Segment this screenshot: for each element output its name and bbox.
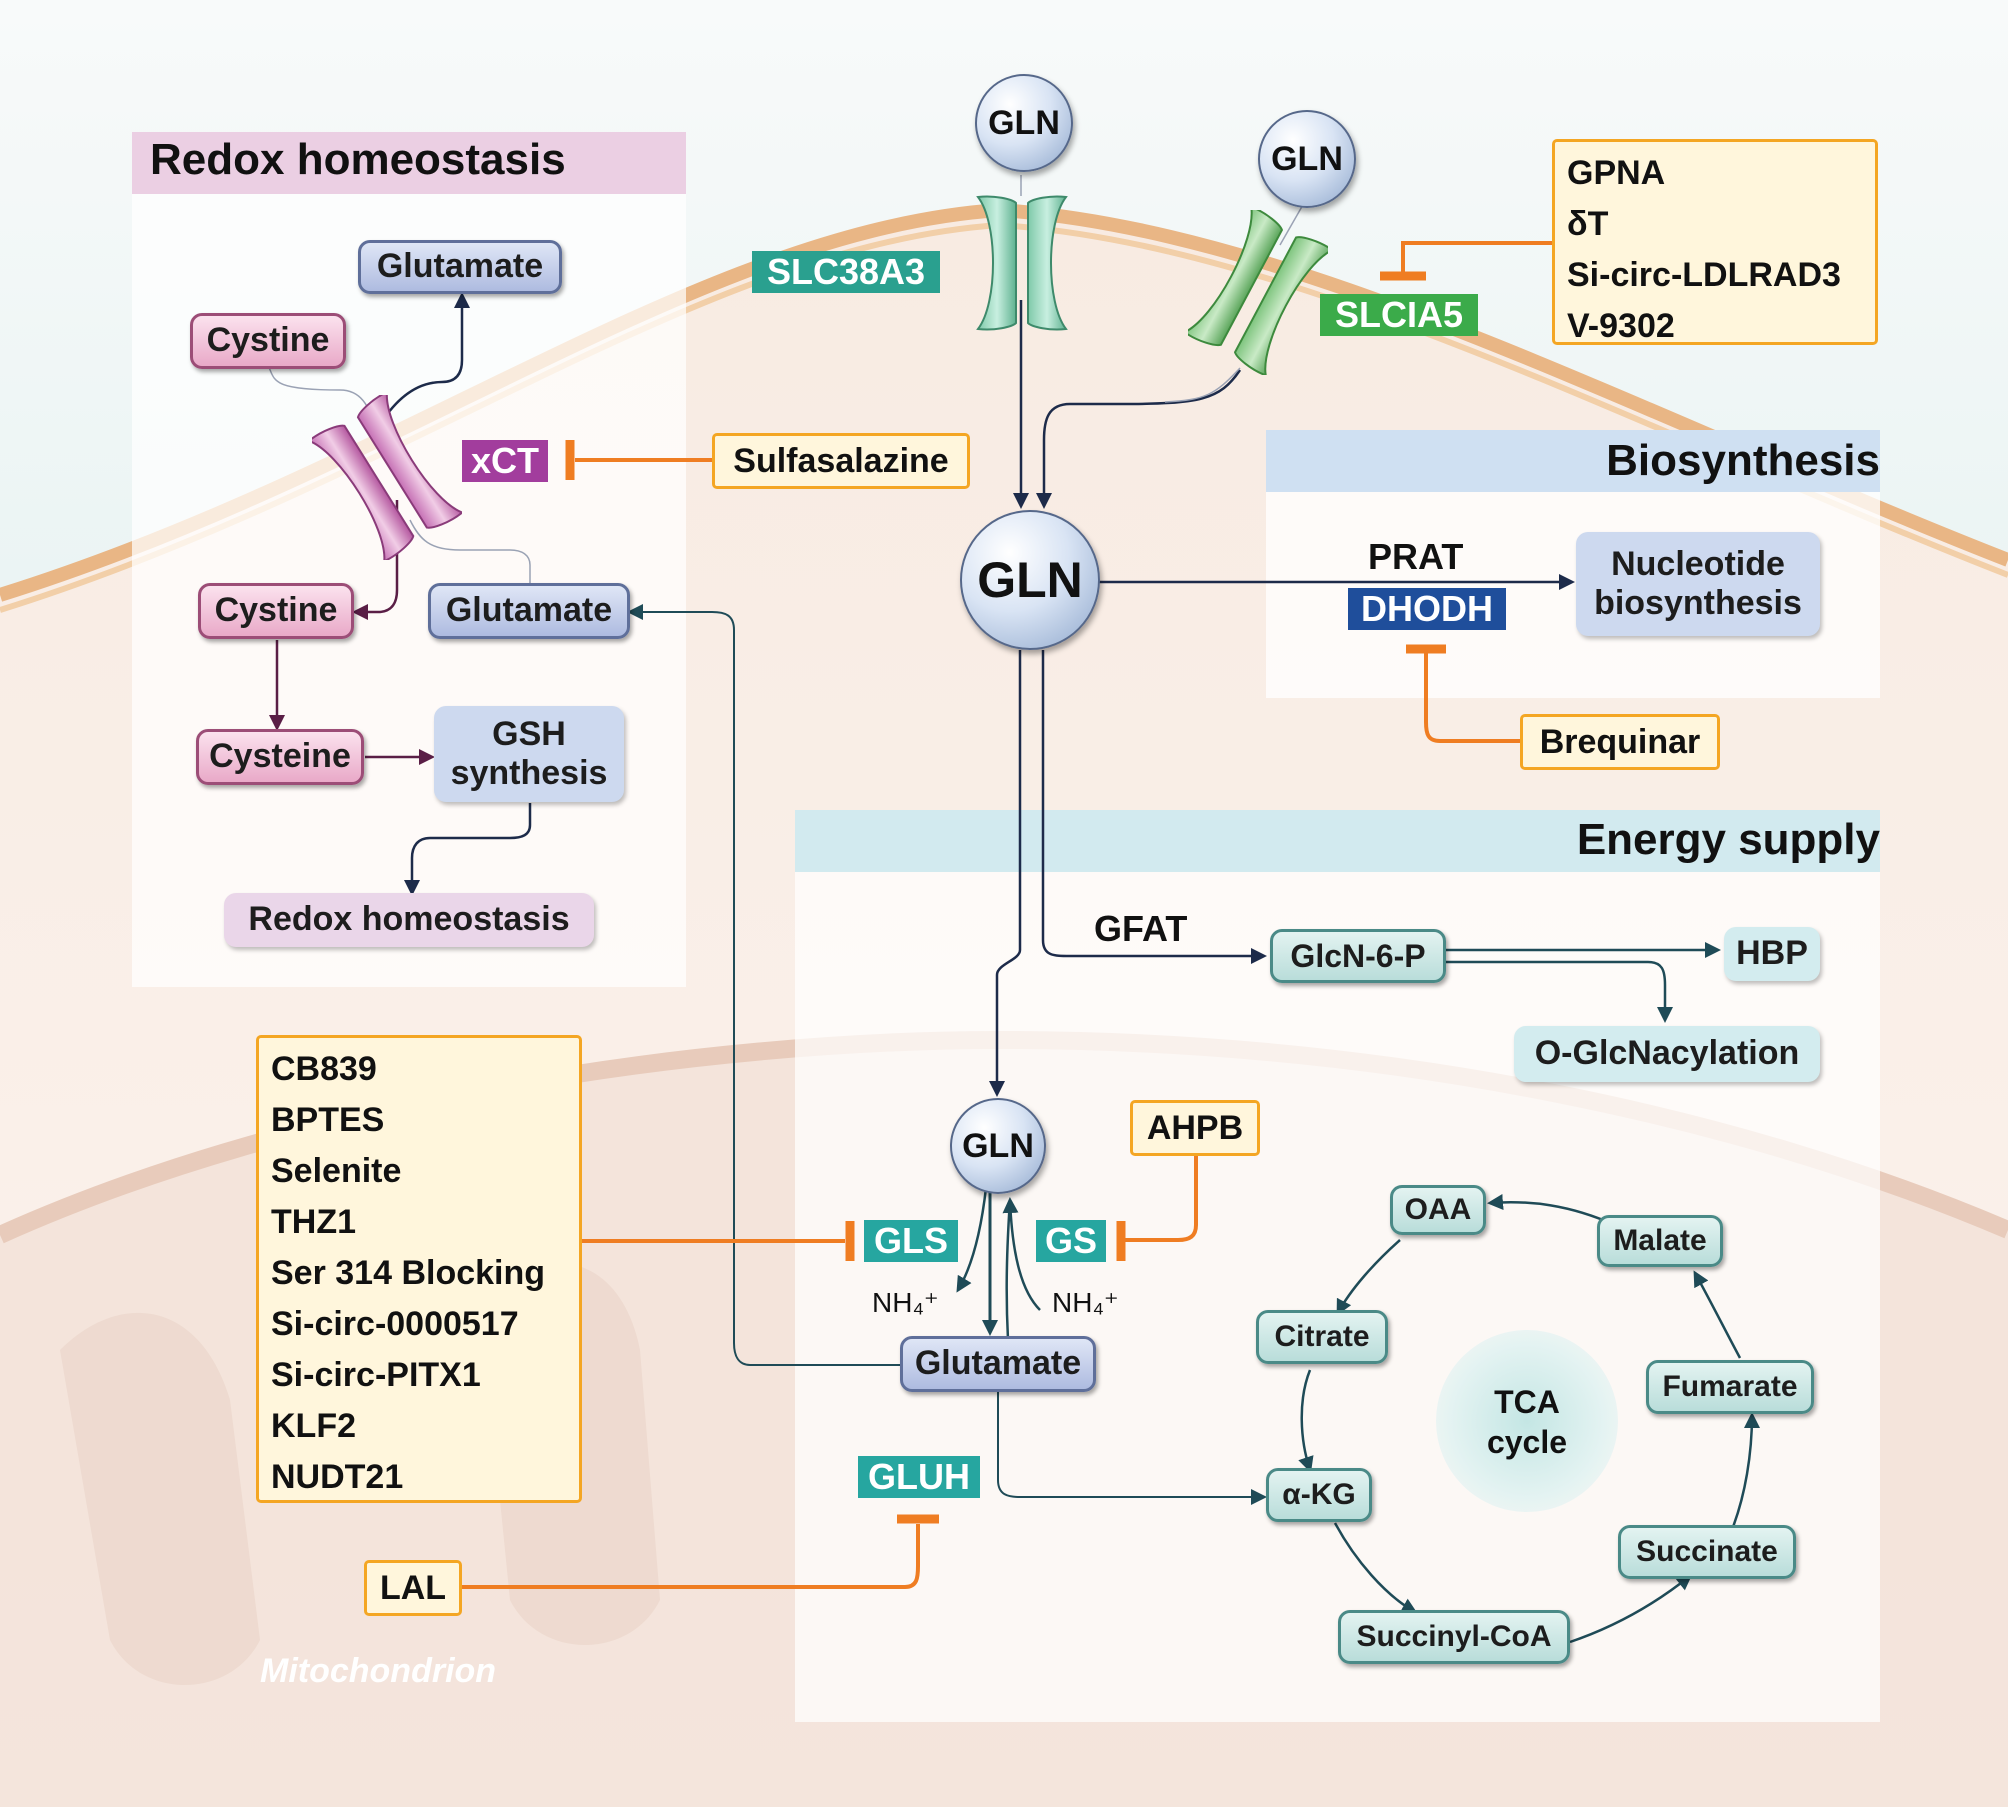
arrow-mito-glutamate-to-redox-glutamate	[627, 604, 900, 1366]
arrow-gln-to-glcn6p	[1041, 650, 1267, 964]
nh4-right-label: NH₄⁺	[1052, 1287, 1119, 1318]
malate-node: Malate	[1597, 1215, 1723, 1267]
arrow-succinylcoa-to-succinate	[1569, 1574, 1693, 1644]
sulfasalazine-box: Sulfasalazine	[712, 433, 970, 489]
arrow-succinate-to-fumarate	[1731, 1412, 1760, 1528]
inhibitor-bptes: BPTES	[271, 1101, 385, 1139]
nh4-left-label: NH₄⁺	[872, 1287, 939, 1318]
inhibitor-si-circ-0000517: Si-circ-0000517	[271, 1305, 519, 1343]
mitochondrion-label: Mitochondrion	[260, 1652, 497, 1690]
citrate-node: Citrate	[1256, 1310, 1388, 1364]
inhibitor-ser314-blocking: Ser 314 Blocking	[271, 1254, 546, 1292]
brequinar-box: Brequinar	[1520, 714, 1720, 770]
o-glcnacylation-node: O-GlcNacylation	[1514, 1026, 1820, 1082]
arrow-oaa-to-citrate	[1336, 1239, 1401, 1316]
arrow-glutamate-to-akg	[997, 1392, 1267, 1505]
slc38a3-transporter-icon	[976, 195, 1068, 331]
prat-label: PRAT	[1368, 536, 1464, 577]
tca-cycle-label: TCA cycle	[1486, 1384, 1568, 1460]
inhibitor-v-9302: V-9302	[1567, 307, 1675, 345]
inhibitor-klf2: KLF2	[271, 1407, 356, 1445]
glutamate-in-node: Glutamate	[428, 583, 630, 639]
redox-panel-header	[132, 132, 686, 194]
inhibit-slc1a5	[1401, 241, 1552, 272]
oaa-node: OAA	[1390, 1185, 1486, 1235]
inhibitor-thz1: THZ1	[271, 1203, 356, 1241]
inhibit-dhodh	[1424, 652, 1520, 743]
gln-extracellular-2: GLN	[1258, 110, 1356, 208]
arrow-malate-to-oaa	[1487, 1194, 1616, 1227]
nucleotide-biosynthesis-node: Nucleotide biosynthesis	[1576, 532, 1820, 636]
line-glutamate-into-xct	[409, 519, 531, 588]
inhibitor-si-circ-pitx1: Si-circ-PITX1	[271, 1356, 481, 1394]
arrow-gs-to-gln	[1002, 1197, 1041, 1311]
lal-box: LAL	[364, 1560, 462, 1616]
xct-transporter-icon	[312, 395, 462, 560]
xct-tag: xCT	[462, 440, 548, 482]
arrow-gsh-to-redox	[404, 803, 532, 896]
energy-panel-header	[795, 810, 1880, 872]
inhibit-gs	[1125, 1152, 1198, 1242]
inhibitor-si-circ-ldlrad3: Si-circ-LDLRAD3	[1567, 256, 1841, 294]
gln-extracellular-1: GLN	[975, 74, 1073, 172]
inhibitor-selenite: Selenite	[271, 1152, 402, 1190]
redox-homeostasis-node: Redox homeostasis	[224, 893, 594, 947]
inhibitor-gpna: GPNA	[1567, 154, 1666, 192]
dhodh-tag: DHODH	[1348, 588, 1506, 630]
inhibitor-delta-t: δT	[1567, 205, 1609, 243]
arrow-xct-cystine-in	[352, 500, 399, 620]
inhibitor-nudt21: NUDT21	[271, 1458, 404, 1496]
slc38a3-tag: SLC38A3	[752, 251, 940, 293]
ahpb-box: AHPB	[1130, 1100, 1260, 1156]
gluh-tag: GLUH	[858, 1456, 980, 1498]
gln-cytoplasm: GLN	[960, 510, 1100, 650]
hbp-node: HBP	[1724, 927, 1820, 981]
biosynthesis-panel-header	[1266, 430, 1880, 492]
mito-glutamate-node: Glutamate	[900, 1336, 1096, 1392]
arrow-slc1a5-to-gln	[1036, 369, 1242, 509]
succinate-node: Succinate	[1618, 1525, 1796, 1579]
arrow-citrate-to-akg	[1298, 1369, 1314, 1473]
inhibit-gluh	[462, 1524, 920, 1589]
akg-node: α-KG	[1266, 1468, 1372, 1522]
biosynthesis-panel-title: Biosynthesis	[1606, 436, 1880, 485]
gs-tag: GS	[1036, 1220, 1106, 1262]
arrow-xct-glutamate-out	[381, 292, 470, 421]
slc1a5-tag: SLCIA5	[1320, 294, 1478, 336]
redox-panel-title: Redox homeostasis	[150, 135, 566, 184]
arrow-gln-to-mito-gln	[989, 650, 1022, 1097]
cystine-in-node: Cystine	[198, 583, 354, 639]
slc1a5-inhibitor-list: GPNA δT Si-circ-LDLRAD3 V-9302	[1552, 139, 1878, 345]
cystine-out-node: Cystine	[190, 313, 346, 369]
arrow-glcn6p-to-oglcnac	[1446, 960, 1673, 1023]
gls-tag: GLS	[864, 1220, 958, 1262]
inhibitor-cb839: CB839	[271, 1050, 377, 1088]
arrow-akg-to-succinylcoa	[1333, 1522, 1418, 1614]
cysteine-node: Cysteine	[196, 729, 364, 785]
gls-inhibitor-list: CB839 BPTES Selenite THZ1 Ser 314 Blocki…	[256, 1035, 582, 1503]
arrow-fumarate-to-malate	[1693, 1270, 1742, 1359]
slc1a5-transporter-icon	[1188, 210, 1328, 375]
energy-panel-title: Energy supply	[1576, 815, 1880, 864]
tca-glow	[1436, 1330, 1618, 1512]
gln-mitochondrion: GLN	[950, 1098, 1046, 1194]
gfat-label: GFAT	[1094, 908, 1188, 949]
arrow-gs-from-glutamate	[1005, 1199, 1012, 1341]
arrow-gls-nh4	[956, 1187, 988, 1293]
glutamate-out-node: Glutamate	[358, 240, 562, 294]
gsh-synthesis-node: GSH synthesis	[434, 706, 624, 802]
succinyl-coa-node: Succinyl-CoA	[1338, 1610, 1570, 1664]
fumarate-node: Fumarate	[1646, 1360, 1814, 1414]
glcn6p-node: GlcN-6-P	[1270, 929, 1446, 983]
